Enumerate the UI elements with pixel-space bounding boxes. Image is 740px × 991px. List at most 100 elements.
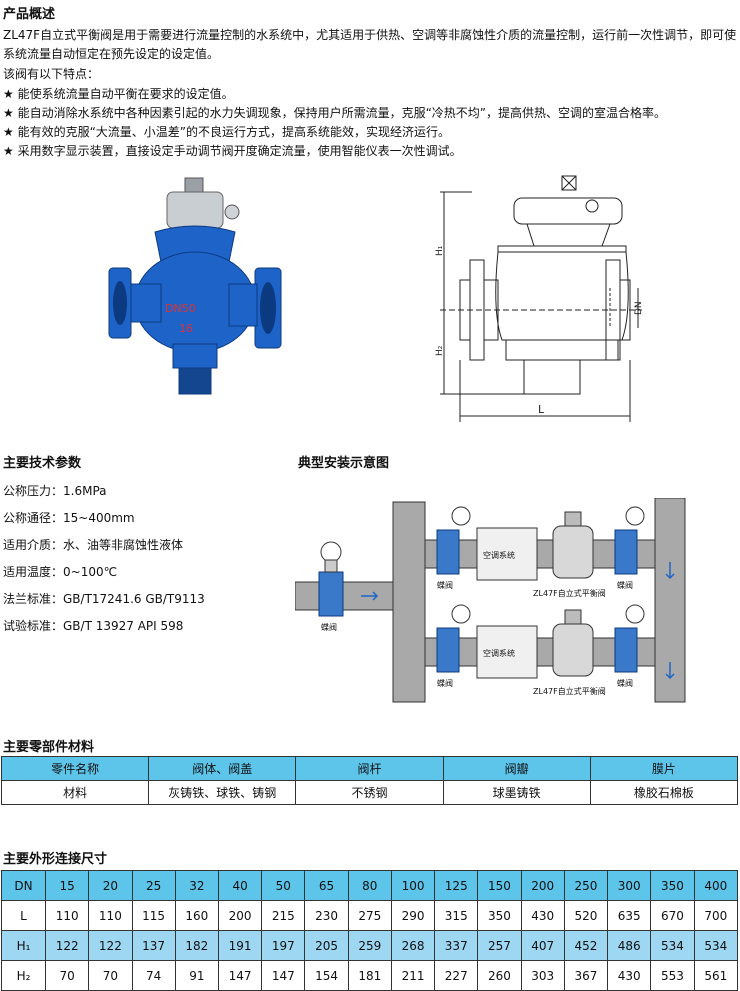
valve-marking-pn: 16 (179, 322, 193, 335)
valve-marking-dn: DN50 (165, 302, 196, 315)
table-cell: 191 (217, 930, 263, 961)
materials-title: 主要零部件材料 (3, 740, 95, 755)
table-cell: 灰铸铁、球铁、铸钢 (148, 780, 297, 805)
upper-ac-label: 空调系统 (483, 550, 515, 560)
table-cell: 不锈钢 (295, 780, 444, 805)
installation-diagram: 蝶阀 蝶阀 空调系统 ZL47F自立式平衡阀 蝶阀 蝶阀 空调系统 ZL47F自… (294, 497, 695, 708)
h2-label: H₂ (435, 345, 445, 356)
table-cell: 350 (650, 870, 695, 901)
table-cell: 407 (520, 930, 565, 961)
materials-table: 零件名称 阀体、阀盖 阀杆 阀瓣 膜片 材料 灰铸铁、球铁、铸钢 不锈钢 球墨铸… (0, 756, 739, 805)
feature-item: ★ 能自动消除水系统中各种因素引起的水力失调现象，保持用户所需流量，克服“冷热不… (3, 106, 667, 120)
dn-label: DN (634, 301, 644, 315)
table-cell: 137 (131, 930, 176, 961)
table-cell: 227 (434, 960, 479, 991)
table-cell: 阀杆 (295, 756, 444, 781)
table-cell: 670 (650, 900, 695, 931)
spec-item: 适用介质：水、油等非腐蚀性液体 (3, 538, 184, 552)
table-cell: 65 (304, 870, 349, 901)
feature-item: ★ 能有效的克服“大流量、小温差”的不良运行方式，提高系统能效，实现经济运行。 (3, 125, 451, 139)
table-cell: 553 (650, 960, 695, 991)
table-cell: 290 (390, 900, 436, 931)
table-cell: 350 (477, 900, 522, 931)
table-cell: 154 (304, 960, 349, 991)
table-cell: H₁ (0, 930, 47, 961)
table-cell: 147 (261, 960, 306, 991)
feature-item: ★ 采用数字显示装置，直接设定手动调节阀开度确定流量，使用智能仪表一次性调试。 (3, 144, 462, 158)
table-cell: 150 (477, 870, 522, 901)
table-cell: 球墨铸铁 (442, 780, 591, 805)
table-cell: 268 (390, 930, 436, 961)
table-cell: 80 (347, 870, 392, 901)
table-cell: 400 (693, 870, 739, 901)
table-cell: 阀体、阀盖 (148, 756, 297, 781)
table-cell: 534 (650, 930, 695, 961)
table-cell: 200 (217, 900, 263, 931)
table-cell: 215 (261, 900, 306, 931)
table-cell: 635 (607, 900, 652, 931)
specs-title: 主要技术参数 (3, 456, 82, 471)
table-cell: 230 (304, 900, 349, 931)
table-cell: 91 (174, 960, 219, 991)
table-cell: 205 (304, 930, 349, 961)
table-cell: 337 (434, 930, 479, 961)
table-cell: 110 (88, 900, 133, 931)
table-cell: 315 (434, 900, 479, 931)
inlet-valve-label: 蝶阀 (321, 622, 337, 632)
spec-item: 法兰标准：GB/T17241.6 GB/T9113 (3, 592, 205, 606)
lower-inlet-valve-label: 蝶阀 (437, 678, 453, 688)
table-cell: 材料 (0, 780, 150, 805)
table-cell: 200 (520, 870, 565, 901)
table-cell: 膜片 (589, 756, 739, 781)
table-cell: 181 (347, 960, 392, 991)
table-cell: 300 (607, 870, 652, 901)
table-cell: 430 (607, 960, 652, 991)
table-cell: 70 (88, 960, 133, 991)
table-cell: 115 (131, 900, 176, 931)
table-cell: 430 (520, 900, 565, 931)
table-cell: 阀瓣 (442, 756, 591, 781)
spec-item: 适用温度：0~100℃ (3, 565, 118, 579)
table-cell: 147 (217, 960, 263, 991)
spec-list: 公称压力：1.6MPa 公称通径：15~400mm 适用介质：水、油等非腐蚀性液… (3, 478, 205, 640)
upper-balance-label: ZL47F自立式平衡阀 (533, 588, 606, 598)
table-cell: 40 (217, 870, 263, 901)
table-cell: 15 (45, 870, 90, 901)
table-cell: 250 (563, 870, 609, 901)
table-cell: 367 (563, 960, 609, 991)
table-cell: 520 (563, 900, 609, 931)
table-cell: 182 (174, 930, 219, 961)
table-cell: 259 (347, 930, 392, 961)
table-cell: 260 (477, 960, 522, 991)
feature-item: ★ 能使系统流量自动平衡在要求的设定值。 (3, 87, 234, 101)
table-cell: 561 (693, 960, 739, 991)
table-cell: 211 (390, 960, 436, 991)
table-cell: 74 (131, 960, 176, 991)
table-row: 材料 灰铸铁、球铁、铸钢 不锈钢 球墨铸铁 橡胶石棉板 (0, 780, 739, 805)
table-cell: 303 (520, 960, 565, 991)
valve-photo: DN50 16 (95, 172, 295, 402)
dimension-drawing: H₁ H₂ DN L (432, 172, 647, 427)
table-cell: 110 (45, 900, 90, 931)
table-cell: 122 (88, 930, 133, 961)
dims-title: 主要外形连接尺寸 (3, 852, 108, 867)
table-cell: 257 (477, 930, 522, 961)
h1-label: H₁ (435, 245, 445, 256)
feature-list: ★ 能使系统流量自动平衡在要求的设定值。 ★ 能自动消除水系统中各种因素引起的水… (3, 85, 666, 161)
table-cell: 125 (434, 870, 479, 901)
table-cell: 534 (693, 930, 739, 961)
upper-outlet-valve-label: 蝶阀 (617, 580, 633, 590)
table-cell: 100 (390, 870, 436, 901)
table-cell: DN (0, 870, 47, 901)
table-cell: 197 (261, 930, 306, 961)
table-cell: 橡胶石棉板 (589, 780, 739, 805)
lower-ac-label: 空调系统 (483, 648, 515, 658)
overview-title: 产品概述 (3, 7, 56, 22)
table-cell: 32 (174, 870, 219, 901)
materials-header-row: 零件名称 阀体、阀盖 阀杆 阀瓣 膜片 (0, 756, 739, 781)
install-title: 典型安装示意图 (298, 456, 390, 471)
table-cell: 122 (45, 930, 90, 961)
